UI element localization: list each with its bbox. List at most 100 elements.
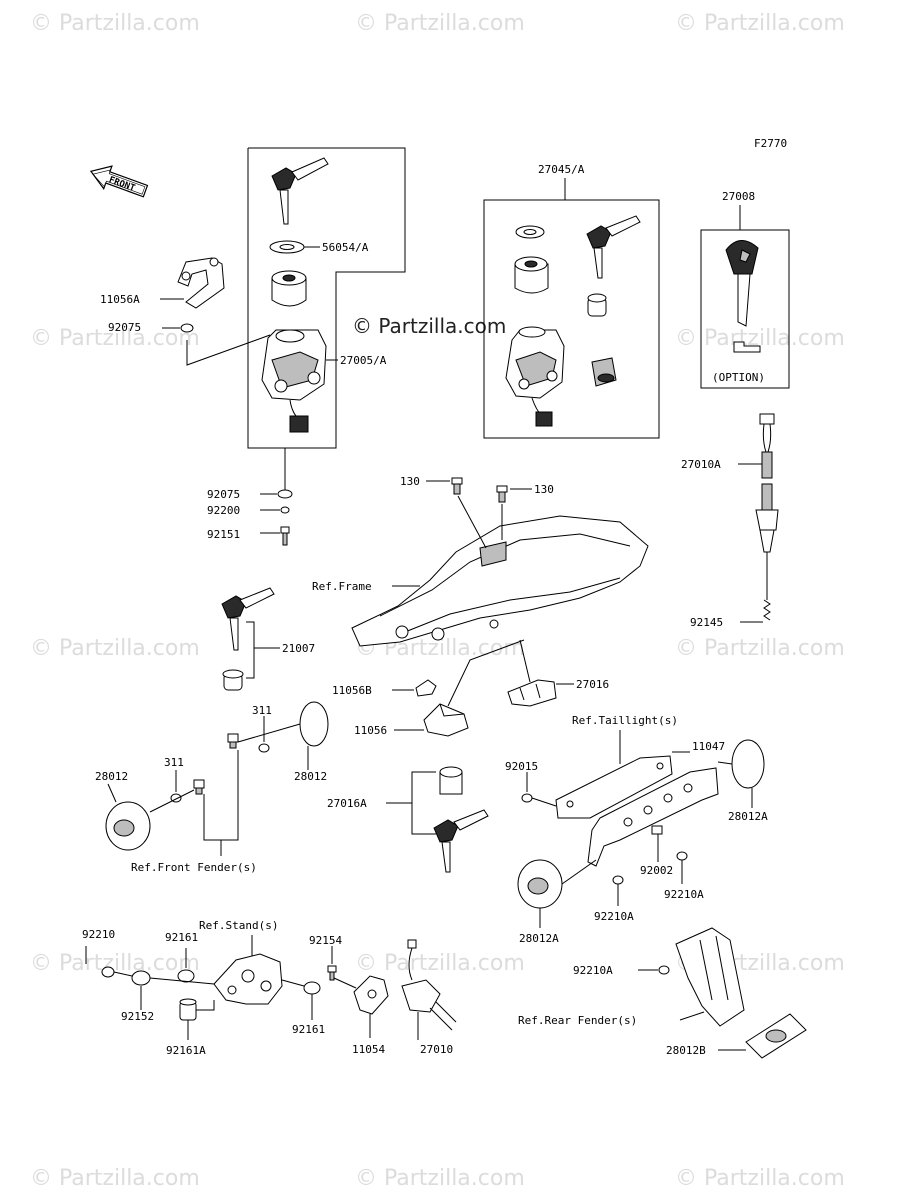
ref-taillight-label: Ref.Taillight(s) [572,714,678,727]
key-icon [221,587,275,651]
label-56054a: 56054/A [322,241,369,254]
label-28012-left: 28012 [95,770,128,783]
label-11056a: 11056A [100,293,140,306]
bolt-icon [327,965,337,981]
key-blank-icon [733,341,761,353]
partzilla-watermark: © Partzilla.com [352,314,506,338]
option-key-group: 27008 (OPTION) [700,190,790,389]
label-92210: 92210 [82,928,115,941]
label-92161-lower: 92161 [292,1023,325,1036]
ignition-switch-icon [261,329,327,433]
washer-icon [177,969,195,983]
watermark: © Partzilla.com [675,636,845,661]
label-92210a-right: 92210A [664,888,704,901]
switch-bracket-icon [353,975,389,1015]
label-130-right: 130 [534,483,554,496]
nut-icon [101,966,115,978]
watermark: © Partzilla.com [675,1166,845,1191]
bolt-icon [227,733,239,749]
front-arrow-icon: FRONT [89,165,149,198]
nut-icon [676,851,688,861]
ref-stand-label: Ref.Stand(s) [199,919,278,932]
label-28012b: 28012B [666,1044,706,1057]
label-92210a-rear: 92210A [573,964,613,977]
label-92161a: 92161A [166,1044,206,1057]
label-92200: 92200 [207,504,240,517]
switch-sensor-icon [755,413,779,600]
seat-lock-icon [591,357,617,387]
bolt-icon [451,477,463,495]
watermark: © Partzilla.com [30,326,200,351]
lock-cylinder-icon [222,669,244,691]
watermark: © Partzilla.com [30,1166,200,1191]
ref-front-fender-label: Ref.Front Fender(s) [131,861,257,874]
label-311-upper: 311 [252,704,272,717]
ref-frame-label: Ref.Frame [312,580,372,593]
label-11056: 11056 [354,724,387,737]
nut-icon [258,743,270,753]
watermark: © Partzilla.com [675,11,845,36]
label-11047: 11047 [692,740,725,753]
label-92161-upper: 92161 [165,931,198,944]
spring-icon [763,599,771,621]
label-130-left: 130 [400,475,420,488]
lock-set-group: 27045/A [483,163,660,439]
nut-icon [277,489,293,499]
label-27045a: 27045/A [538,163,585,176]
label-27005a: 27005/A [340,354,387,367]
label-92002: 92002 [640,864,673,877]
side-stand-switch-icon [401,939,457,1031]
key-icon [586,215,641,279]
bracket-icon [415,679,437,697]
watermark: © Partzilla.com [30,636,200,661]
watermark: © Partzilla.com [355,951,525,976]
option-label: (OPTION) [712,371,765,384]
label-92152: 92152 [121,1010,154,1023]
label-311-lower: 311 [164,756,184,769]
label-27016a: 27016A [327,797,367,810]
label-28012a-lower: 28012A [519,932,559,945]
watermark: © Partzilla.com [355,11,525,36]
ref-rear-fender-label: Ref.Rear Fender(s) [518,1014,637,1027]
watermark: © Partzilla.com [355,1166,525,1191]
rear-fender-icon [675,927,745,1027]
washer-icon [303,981,321,995]
washer-icon [280,506,290,514]
label-92151: 92151 [207,528,240,541]
license-bracket-icon [555,755,719,867]
bolt-icon [193,779,205,795]
nut-icon [521,793,533,803]
label-28012a-right: 28012A [728,810,768,823]
reflector-icon [299,701,329,747]
reflector-icon [731,739,765,789]
rear-reflector-icon [745,1013,807,1059]
label-92145: 92145 [690,616,723,629]
frame-icon [351,515,649,647]
nut-icon [180,323,194,333]
nut-icon [612,875,624,885]
key-icon [433,809,489,873]
washer-icon [131,970,151,986]
figure-code: F2770 [754,137,787,150]
label-27010: 27010 [420,1043,453,1056]
label-92075-lower: 92075 [207,488,240,501]
key-icon [725,240,759,327]
bracket-icon [507,679,557,707]
cap-icon [514,256,549,294]
key-icon [271,157,329,225]
bushing-icon [179,998,197,1021]
bolt-icon [280,526,290,546]
bolt-icon [496,485,508,503]
ignition-switch-group: 27005/A 56054/A [247,147,406,449]
bracket-icon [423,703,469,737]
label-27008: 27008 [722,190,755,203]
label-28012-right: 28012 [294,770,327,783]
label-21007: 21007 [282,642,315,655]
cap-icon [271,270,307,307]
stand-bracket-icon [213,953,283,1005]
label-92154: 92154 [309,934,342,947]
bolt-icon [651,825,663,835]
ignition-switch-icon [505,326,565,427]
label-92075-upper: 92075 [108,321,141,334]
